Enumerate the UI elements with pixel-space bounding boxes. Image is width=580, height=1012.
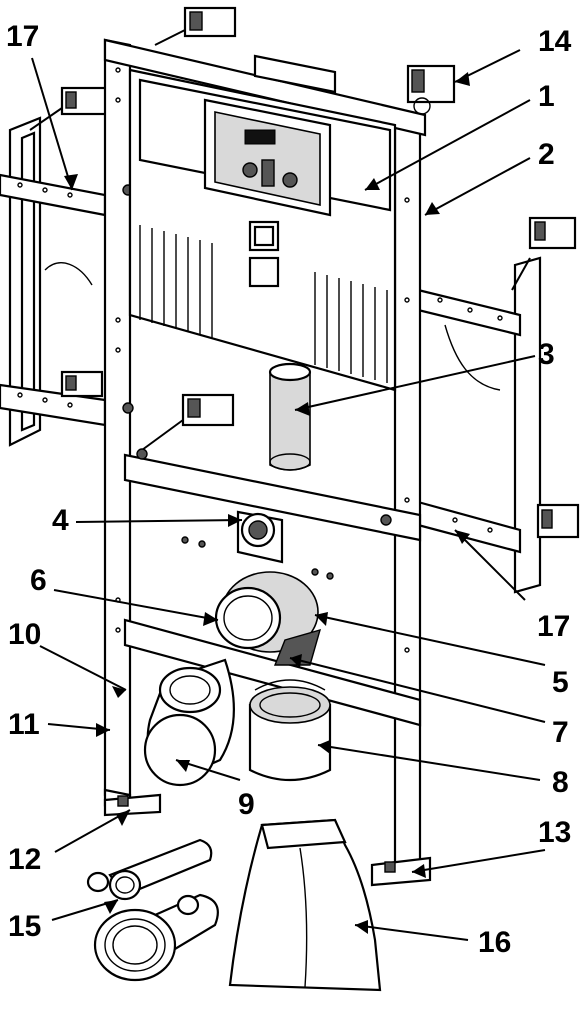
drain-connection (181, 536, 334, 666)
callout-16: 16 (478, 926, 512, 959)
callout-11: 11 (8, 708, 40, 741)
left-side-frame (0, 116, 107, 447)
callout-17-top-left: 17 (6, 20, 40, 53)
arrowheads (64, 72, 470, 934)
callout-2: 2 (538, 138, 555, 171)
callout-6: 6 (30, 564, 47, 597)
right-side-frame (416, 256, 542, 594)
callout-12: 12 (8, 843, 42, 876)
flush-pipe (268, 362, 312, 471)
wall-bracket-top-left (154, 6, 237, 46)
wall-bracket-left-lower (60, 370, 104, 398)
wall-bracket-right-lower (536, 503, 580, 539)
callout-17-right: 17 (537, 610, 571, 643)
wall-bracket-left-upper (29, 86, 108, 131)
callout-10: 10 (8, 618, 42, 651)
callout-9: 9 (238, 788, 255, 821)
connection-piece (236, 510, 284, 564)
wall-bracket-middle (141, 393, 235, 451)
callout-14: 14 (538, 25, 572, 58)
drain-sleeve (248, 679, 332, 782)
service-opening (203, 98, 332, 217)
callout-13: 13 (538, 816, 572, 849)
protective-cover (228, 818, 382, 992)
callout-4: 4 (52, 504, 69, 537)
callout-15: 15 (8, 910, 42, 943)
callout-3: 3 (538, 338, 555, 371)
foot-left (103, 788, 162, 817)
cistern-ribs-left (139, 225, 213, 338)
foot-right (370, 856, 432, 887)
callout-1: 1 (538, 80, 555, 113)
drain-bend (143, 658, 235, 787)
callout-7: 7 (552, 716, 569, 749)
wall-bracket-top-right (406, 64, 456, 115)
wall-bracket-right-upper (511, 216, 577, 291)
callout-8: 8 (552, 766, 569, 799)
connector-set (86, 838, 219, 982)
callout-5: 5 (552, 666, 569, 699)
cistern-ribs-right (314, 272, 388, 383)
